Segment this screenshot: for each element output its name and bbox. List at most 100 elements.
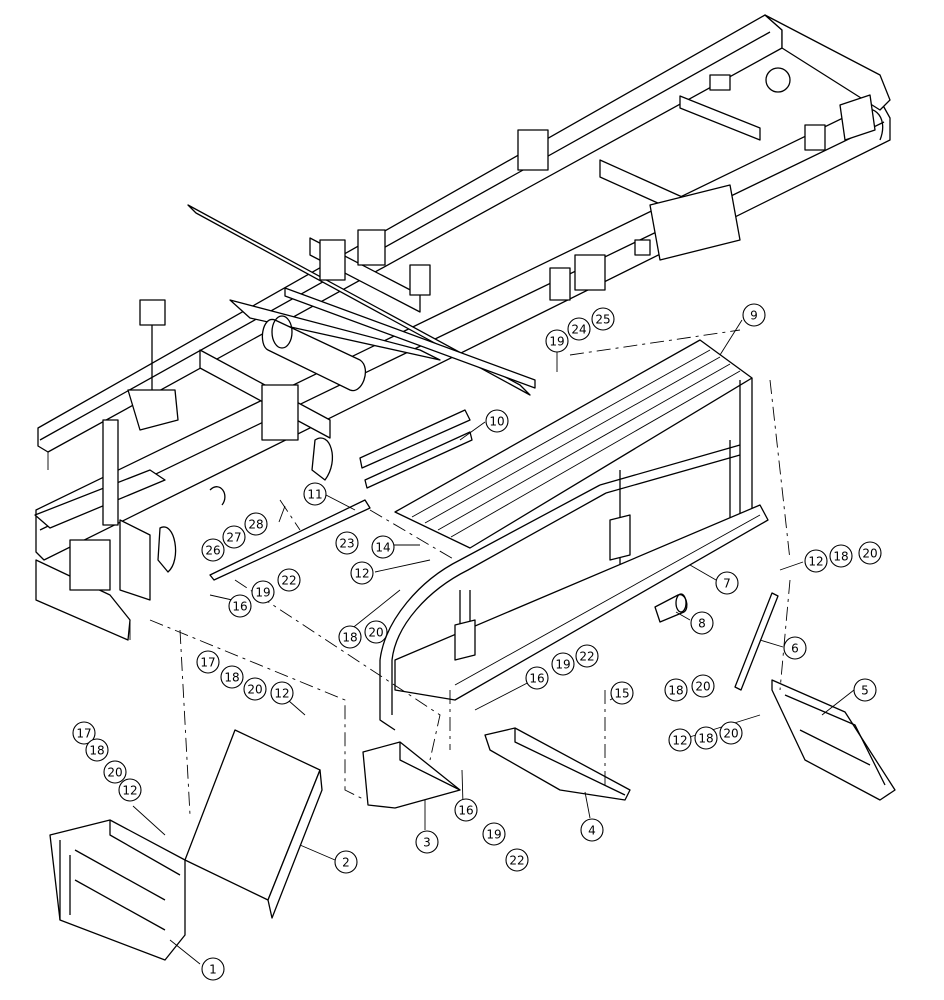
callout-balloon	[415, 830, 439, 854]
callout-18: 18	[220, 665, 244, 689]
part-1-step	[49, 819, 186, 961]
callout-19: 19	[551, 652, 575, 676]
callout-number: 1	[209, 963, 217, 977]
callout-balloon	[103, 760, 127, 784]
callout-8: 8	[690, 611, 714, 635]
walkway-platform	[209, 339, 769, 731]
callout-balloon	[201, 957, 225, 981]
callout-number: 17	[200, 656, 215, 670]
callout-balloon	[364, 620, 388, 644]
callout-18: 18	[694, 726, 718, 750]
callout-balloon	[251, 580, 275, 604]
callout-6: 6	[783, 636, 807, 660]
callout-19: 19	[251, 580, 275, 604]
callout-20: 20	[243, 677, 267, 701]
callout-14: 14	[371, 535, 395, 559]
callout-balloon	[829, 544, 853, 568]
callout-22: 22	[575, 644, 599, 668]
callout-3: 3	[415, 830, 439, 854]
callout-balloon	[228, 594, 252, 618]
callout-11: 11	[303, 482, 327, 506]
callout-20: 20	[691, 674, 715, 698]
callout-balloon	[668, 728, 692, 752]
callout-number: 18	[342, 631, 357, 645]
callout-20: 20	[719, 721, 743, 745]
callout-balloon	[371, 535, 395, 559]
callout-balloon	[580, 818, 604, 842]
callout-number: 3	[423, 836, 431, 850]
chassis-frame	[34, 14, 891, 641]
callout-balloon	[350, 561, 374, 585]
callout-number: 20	[247, 683, 262, 697]
callout-balloon	[664, 678, 688, 702]
callout-number: 7	[723, 577, 731, 591]
callout-12: 12	[270, 681, 294, 705]
callout-2: 2	[334, 850, 358, 874]
callout-number: 19	[549, 335, 564, 349]
callout-balloon	[715, 571, 739, 595]
callout-balloon	[485, 409, 509, 433]
callout-number: 8	[698, 617, 706, 631]
callout-balloon	[277, 568, 301, 592]
callout-number: 18	[668, 684, 683, 698]
callout-12: 12	[350, 561, 374, 585]
callout-26: 26	[201, 538, 225, 562]
callout-20: 20	[858, 541, 882, 565]
callout-number: 19	[555, 658, 570, 672]
callout-number: 10	[489, 415, 504, 429]
callout-17: 17	[72, 721, 96, 745]
callout-number: 4	[588, 824, 596, 838]
callout-number: 25	[595, 313, 610, 327]
callout-balloon	[690, 611, 714, 635]
callout-balloon	[610, 681, 634, 705]
callout-balloon	[545, 329, 569, 353]
callout-22: 22	[277, 568, 301, 592]
callout-number: 18	[224, 671, 239, 685]
callout-number: 27	[226, 531, 241, 545]
callout-number: 12	[122, 784, 137, 798]
callout-number: 19	[255, 586, 270, 600]
callout-number: 24	[571, 323, 586, 337]
callout-18: 18	[338, 625, 362, 649]
callout-balloon	[454, 798, 478, 822]
callout-number: 14	[375, 541, 390, 555]
callout-balloon	[783, 636, 807, 660]
callout-number: 20	[862, 547, 877, 561]
callout-number: 16	[458, 804, 473, 818]
callout-24: 24	[567, 317, 591, 341]
callout-balloon	[591, 307, 615, 331]
callout-number: 18	[833, 550, 848, 564]
callout-18: 18	[85, 738, 109, 762]
callout-20: 20	[364, 620, 388, 644]
callout-balloon	[694, 726, 718, 750]
callout-balloon	[551, 652, 575, 676]
callout-16: 16	[454, 798, 478, 822]
callout-number: 22	[579, 650, 594, 664]
callout-9: 9	[742, 303, 766, 327]
callout-balloon	[742, 303, 766, 327]
callout-number: 12	[354, 567, 369, 581]
callout-number: 5	[861, 684, 869, 698]
callout-5: 5	[853, 678, 877, 702]
callout-balloon	[335, 531, 359, 555]
callout-17: 17	[196, 650, 220, 674]
callout-balloon	[567, 317, 591, 341]
callout-number: 16	[232, 600, 247, 614]
callout-number: 23	[339, 537, 354, 551]
callout-number: 28	[248, 518, 263, 532]
callout-18: 18	[664, 678, 688, 702]
callout-number: 20	[723, 727, 738, 741]
callout-number: 16	[529, 672, 544, 686]
part-2-panel	[184, 729, 323, 919]
callout-23: 23	[335, 531, 359, 555]
callout-4: 4	[580, 818, 604, 842]
callout-22: 22	[505, 848, 529, 872]
callout-number: 22	[281, 574, 296, 588]
callout-balloon	[334, 850, 358, 874]
callout-number: 20	[107, 766, 122, 780]
callout-number: 12	[274, 687, 289, 701]
callout-number: 20	[368, 626, 383, 640]
callout-balloon	[72, 721, 96, 745]
callout-number: 20	[695, 680, 710, 694]
